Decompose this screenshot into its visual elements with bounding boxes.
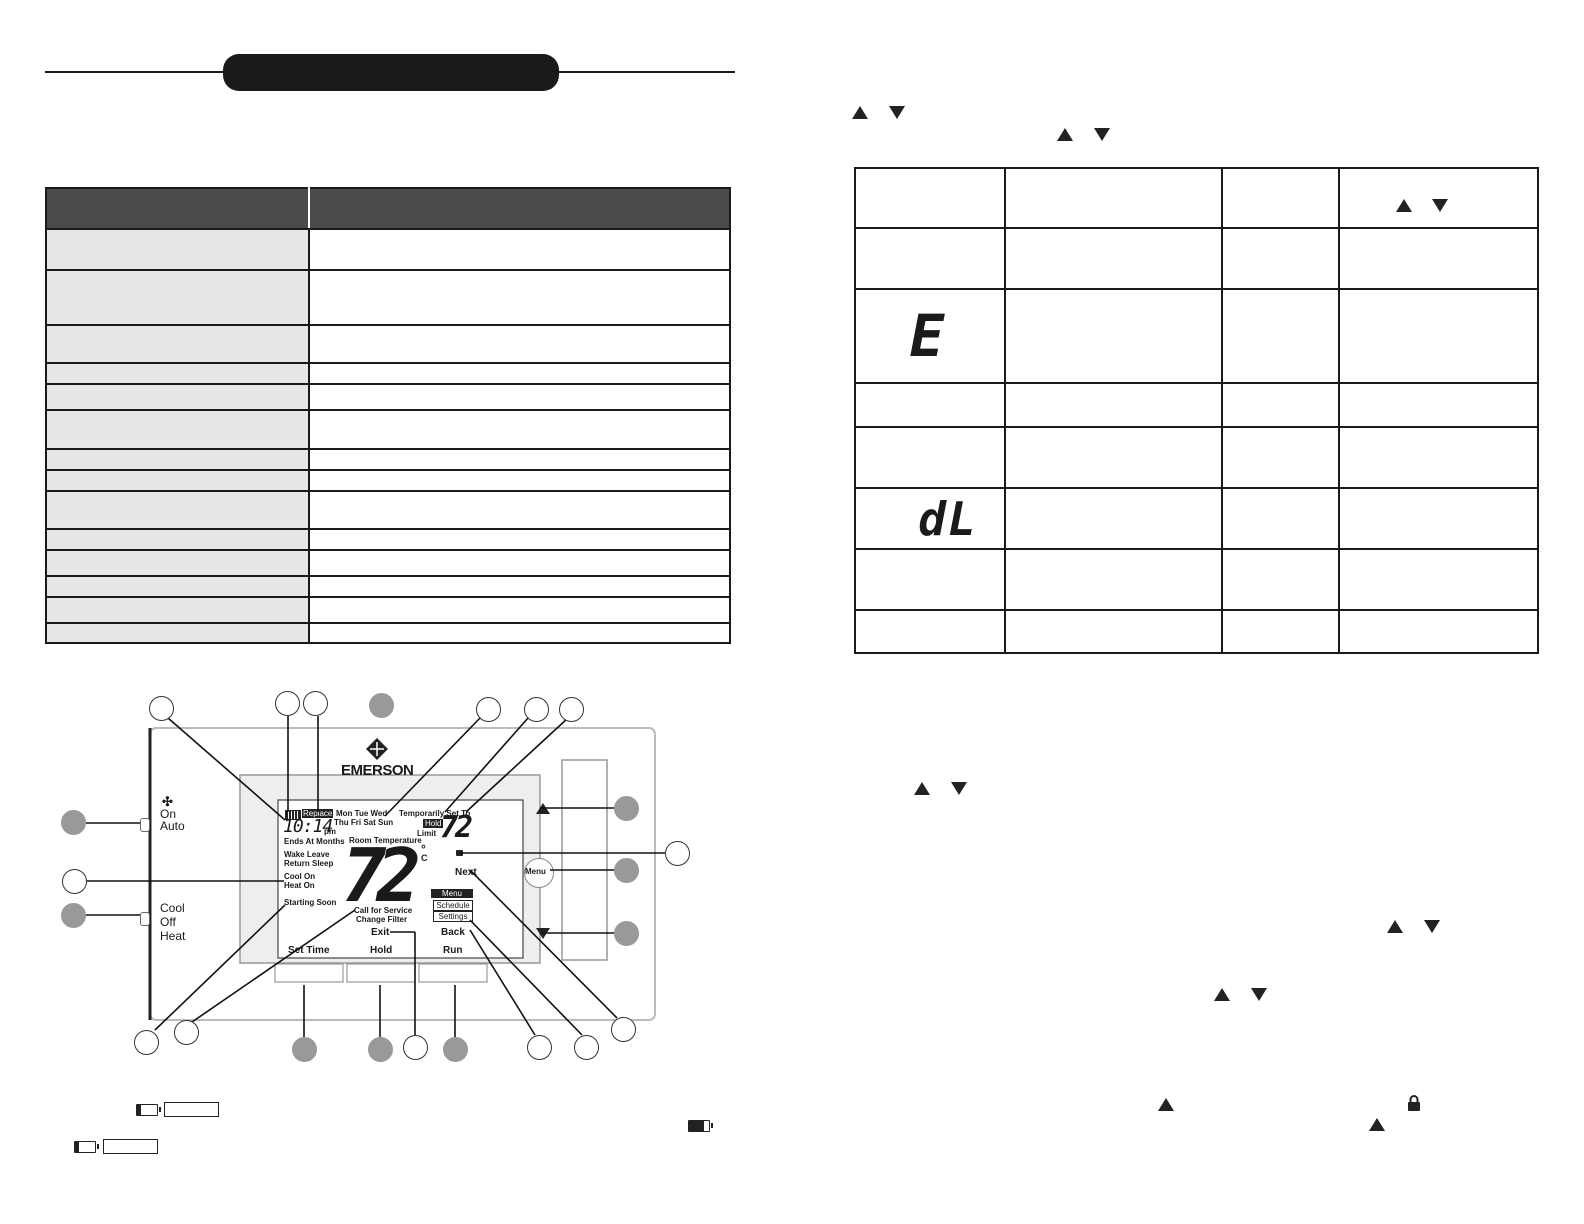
lcd-cool-on: Cool On (284, 872, 316, 881)
down-arrow-icon (1251, 988, 1267, 1001)
callout-marker (303, 691, 328, 716)
battery-full-icon (688, 1120, 713, 1132)
callout-marker (614, 921, 639, 946)
up-arrow-icon (1369, 1118, 1385, 1131)
down-arrow-icon (1432, 199, 1448, 212)
down-arrow-icon (1424, 920, 1440, 933)
header-rule-right (557, 71, 735, 73)
error-code-table: E dL (854, 167, 1539, 654)
lcd-room-temp: 72 (342, 833, 421, 919)
lock-icon (1407, 1095, 1421, 1111)
fan-switch[interactable] (140, 818, 150, 832)
lcd-settings-label: Settings (433, 911, 473, 922)
emerson-logo-icon (366, 738, 388, 760)
callout-marker (527, 1035, 552, 1060)
up-arrow-icon (1158, 1098, 1174, 1111)
lcd-room-temperature-label: Room Temperature (349, 836, 422, 845)
up-arrow-icon (1396, 199, 1412, 212)
up-arrow-icon (852, 106, 868, 119)
lcd-unit-c: C (421, 853, 428, 863)
callout-marker (574, 1035, 599, 1060)
callout-marker (443, 1037, 468, 1062)
callout-marker (476, 697, 501, 722)
lcd-days-line1: Mon Tue Wed (336, 809, 388, 818)
lcd-back-label: Back (441, 927, 465, 938)
callout-marker (559, 697, 584, 722)
callout-marker (369, 693, 394, 718)
lcd-ends-at-months: Ends At Months (284, 837, 345, 846)
thermostat-menu-button-label: Menu (525, 867, 546, 876)
callout-marker (174, 1020, 199, 1045)
display-legend-table (45, 187, 731, 644)
lcd-clock-suffix: pm (324, 827, 336, 836)
battery-low-icon (136, 1104, 161, 1116)
lcd-exit-label: Exit (371, 927, 390, 938)
fan-on-label: On (160, 807, 177, 821)
callout-marker (611, 1017, 636, 1042)
lcd-menu-label: Menu (431, 889, 473, 898)
lcd-next-label: Next (455, 867, 477, 878)
callout-marker (524, 697, 549, 722)
lcd-change-filter: Change Filter (356, 915, 408, 924)
callout-marker (61, 810, 86, 835)
lcd-wake-leave: Wake Leave (284, 850, 330, 859)
callout-marker (665, 841, 690, 866)
fan-icon: ✣ (162, 794, 173, 809)
callout-marker (149, 696, 174, 721)
lcd-clock: 10:14 (283, 816, 333, 837)
system-off-label: Off (160, 915, 176, 929)
header-rule-left (45, 71, 225, 73)
system-heat-label: Heat (160, 929, 186, 943)
thermostat-menu-button[interactable] (524, 858, 554, 888)
lcd-schedule-label: Schedule (433, 900, 473, 911)
system-cool-label: Cool (160, 901, 185, 915)
lcd-starting-soon: Starting Soon (284, 898, 337, 907)
thermostat-diagram (148, 727, 656, 1021)
callout-marker (134, 1030, 159, 1055)
callout-marker (368, 1037, 393, 1062)
lcd-days-line2: Thu Fri Sat Sun (334, 818, 394, 827)
callout-lines (86, 716, 665, 1037)
callout-marker (62, 869, 87, 894)
lcd-unit-f: ° (421, 842, 426, 856)
lcd-lock-icon (456, 850, 463, 856)
replace-indicator-box (103, 1139, 158, 1154)
callout-marker (403, 1035, 428, 1060)
lcd-limit-label: Limit (417, 829, 437, 838)
lcd-replace-label: Replace (302, 809, 334, 818)
lcd-temporarily-set-to: Temporarily Set To (399, 809, 471, 818)
replace-indicator-box (164, 1102, 219, 1117)
battery-low-icon (74, 1141, 99, 1153)
callout-marker (614, 796, 639, 821)
lcd-hold-button-label: Hold (370, 945, 393, 956)
down-arrow-icon (1094, 128, 1110, 141)
lcd-return-sleep: Return Sleep (284, 859, 334, 868)
up-arrow-icon (914, 782, 930, 795)
error-code-dl: dL (918, 491, 978, 546)
lcd-run-label: Run (443, 945, 463, 956)
up-arrow-icon (1214, 988, 1230, 1001)
up-arrow-icon (1057, 128, 1073, 141)
callout-marker (292, 1037, 317, 1062)
lcd-set-time-label: Set Time (288, 945, 330, 956)
error-code-e: E (909, 302, 945, 370)
brand-logo-text: EMERSON (341, 762, 414, 779)
system-switch[interactable] (140, 912, 150, 926)
lcd-battery-icon (285, 810, 301, 820)
down-arrow-icon (951, 782, 967, 795)
down-arrow-icon (889, 106, 905, 119)
lcd-heat-on: Heat On (284, 881, 315, 890)
callout-marker (275, 691, 300, 716)
lcd-hold-label: Hold (423, 819, 444, 828)
section-title-pill (223, 54, 559, 91)
lcd-set-temp: 72 (440, 810, 473, 845)
callout-marker (61, 903, 86, 928)
fan-auto-label: Auto (160, 819, 185, 833)
up-arrow-icon (1387, 920, 1403, 933)
lcd-call-for-service: Call for Service (354, 906, 413, 915)
callout-marker (614, 858, 639, 883)
